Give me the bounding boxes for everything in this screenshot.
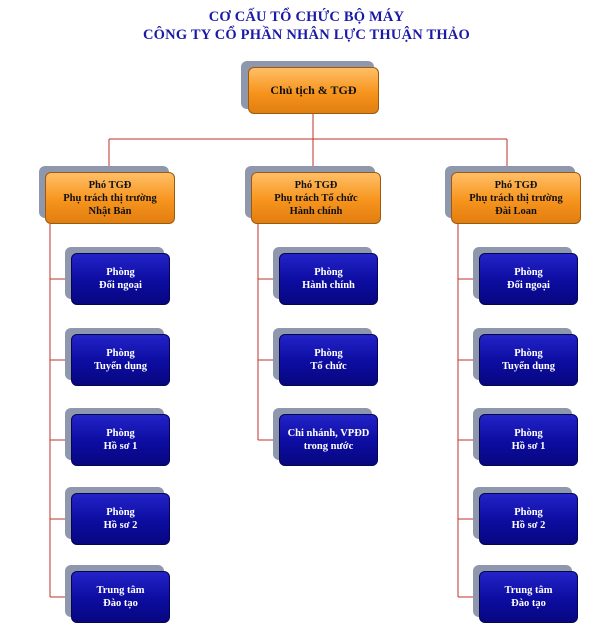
chart-title-line-1: CƠ CẤU TỔ CHỨC BỘ MÁY [208, 9, 405, 25]
branch-3-unit-3-label-1: Phòng [514, 428, 543, 439]
branch-2-head-label-2: Phụ trách Tổ chức [274, 192, 358, 204]
branch-3-unit-4-label-2: Hồ sơ 2 [511, 520, 546, 531]
branch-3-unit-1-label-2: Đối ngoại [507, 280, 550, 291]
branch-1-head-label-2: Phụ trách thị trường [63, 192, 157, 204]
branch-3-unit-3-label-2: Hồ sơ 1 [511, 441, 546, 452]
branch-3-head-label-2: Phụ trách thị trường [469, 192, 563, 204]
branch-1-unit-3-label-1: Phòng [106, 428, 135, 439]
branch-1-unit-4: Phòng Hồ sơ 2 [71, 493, 170, 545]
branch-1-unit-1-label-2: Đối ngoại [99, 280, 142, 291]
branch-2-unit-2: Phòng Tổ chức [279, 334, 378, 386]
branch-1-unit-4-label-2: Hồ sơ 2 [103, 520, 138, 531]
branch-3-head-label-3: Đài Loan [495, 205, 537, 217]
branch-2-unit-2-label-2: Tổ chức [310, 361, 347, 372]
branch-3-head-label-1: Phó TGĐ [494, 179, 538, 191]
branch-2-unit-3-label-2: trong nước [303, 441, 354, 452]
branch-3-unit-3: Phòng Hồ sơ 1 [479, 414, 578, 466]
branch-1-unit-2-label-1: Phòng [106, 348, 135, 359]
branch-1-unit-4-label-1: Phòng [106, 507, 135, 518]
branch-2-unit-2-label-1: Phòng [314, 348, 343, 359]
branch-2-head-label-3: Hành chính [289, 205, 343, 217]
box-chairman-ceo-label: Chủ tịch & TGĐ [270, 83, 357, 97]
branch-2-unit-1-label-1: Phòng [314, 267, 343, 278]
box-chairman-ceo: Chủ tịch & TGĐ [248, 67, 379, 114]
branch-2-unit-3-label-1: Chi nhánh, VPĐD [287, 428, 370, 439]
chart-title-line-2: CÔNG TY CỔ PHẦN NHÂN LỰC THUẬN THẢO [143, 27, 470, 43]
branch-1-unit-2-label-2: Tuyển dụng [93, 361, 148, 372]
branch-3-unit-5-label-1: Trung tâm [504, 585, 553, 596]
branch-2-head-label-1: Phó TGĐ [294, 179, 338, 191]
branch-2-unit-3: Chi nhánh, VPĐD trong nước [279, 414, 378, 466]
branch-1-head-label-3: Nhật Bản [88, 205, 132, 217]
branch-1-unit-5-label-1: Trung tâm [96, 585, 145, 596]
branch-1-unit-3: Phòng Hồ sơ 1 [71, 414, 170, 466]
branch-3-unit-4-label-1: Phòng [514, 507, 543, 518]
branch-2-unit-1-label-2: Hành chính [302, 280, 355, 291]
branch-3-unit-1-label-1: Phòng [514, 267, 543, 278]
branch-1-unit-5-label-2: Đào tạo [103, 598, 138, 609]
branch-1-unit-3-label-2: Hồ sơ 1 [103, 441, 138, 452]
branch-3-unit-5-label-2: Đào tạo [511, 598, 546, 609]
branch-3-unit-4: Phòng Hồ sơ 2 [479, 493, 578, 545]
branch-3-unit-2-label-2: Tuyển dụng [501, 361, 556, 372]
branch-1-head-label-1: Phó TGĐ [88, 179, 132, 191]
branch-3-unit-2-label-1: Phòng [514, 348, 543, 359]
branch-1-unit-1-label-1: Phòng [106, 267, 135, 278]
